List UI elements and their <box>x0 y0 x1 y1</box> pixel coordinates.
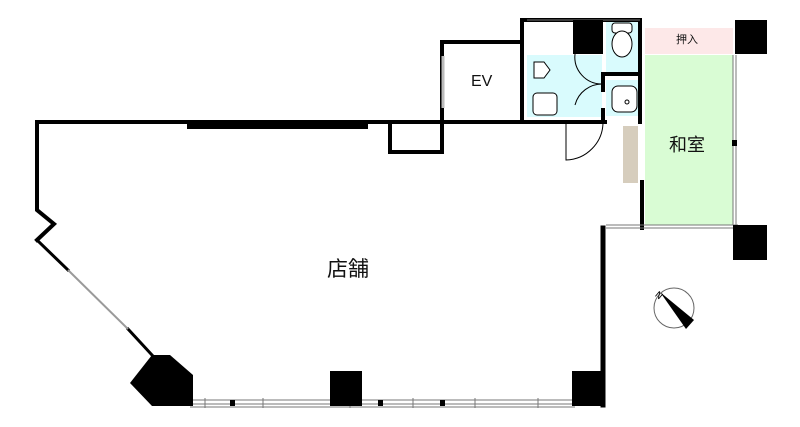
store-label: 店舗 <box>327 257 369 281</box>
hand-basin-icon <box>532 92 558 116</box>
window-mullions <box>230 400 445 406</box>
storage-shelf <box>623 126 638 183</box>
svg-text:N: N <box>652 290 664 302</box>
compass-icon: N <box>652 287 695 329</box>
elevator-label: EV <box>471 73 493 90</box>
sink-icon <box>611 85 638 113</box>
washitsu-label: 和室 <box>669 135 705 156</box>
washitsu-floor <box>645 55 733 225</box>
columns <box>130 20 767 406</box>
doors <box>565 53 604 161</box>
oshiire-label: 押入 <box>676 33 698 46</box>
toilet-icon <box>611 22 633 58</box>
oshiire-floor <box>645 28 733 54</box>
diagonal-window <box>67 269 129 330</box>
urinal-icon <box>533 61 551 79</box>
window-mullion <box>732 140 737 146</box>
